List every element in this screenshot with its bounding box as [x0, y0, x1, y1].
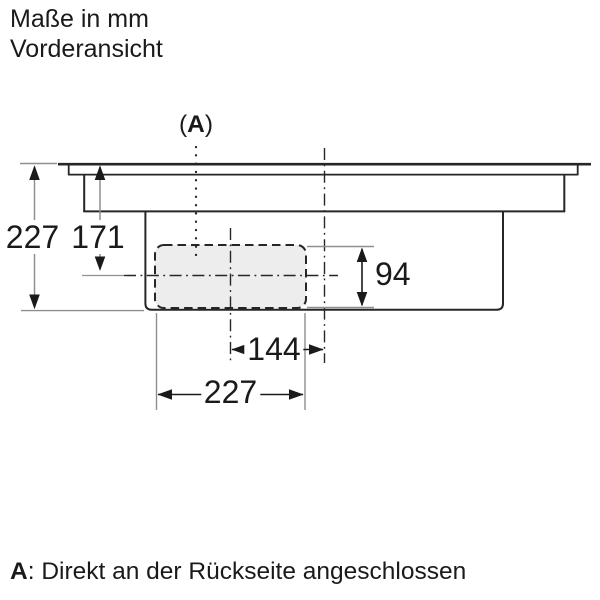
units-note: Maße in mm [10, 5, 149, 33]
arrow-left-icon [231, 344, 246, 355]
footnote-text: : Direkt an der Rückseite angeschlossen [27, 558, 467, 585]
marker-a-label: (A) [179, 111, 213, 139]
dim-surface-to-axis-label: 171 [68, 219, 128, 254]
arrow-right-icon [289, 389, 304, 400]
dim-outlet-width-label: 227 [200, 375, 261, 409]
footnote-prefix: A [10, 558, 28, 585]
dim-total-height-label: 227 [2, 219, 63, 254]
marker-a-paren-open: ( [178, 111, 188, 138]
arrow-down-icon [94, 256, 106, 271]
dim-axis-offset-label: 144 [244, 331, 304, 366]
arrow-up-icon [94, 165, 106, 180]
arrow-down-icon [29, 294, 40, 310]
dim-outlet-height-label: 94 [375, 255, 411, 292]
arrow-up-icon [29, 165, 40, 180]
arrow-down-icon [356, 292, 368, 307]
arrow-right-icon [309, 344, 324, 355]
marker-a-paren-close: ) [204, 111, 214, 138]
duct-box-outline [144, 212, 504, 311]
marker-a-letter: A [187, 111, 205, 138]
arrow-up-icon [356, 247, 368, 262]
arrow-left-icon [157, 389, 172, 400]
footnote-a: A: Direkt an der Rückseite angeschlossen [10, 558, 466, 586]
view-title: Vorderansicht [10, 35, 163, 63]
